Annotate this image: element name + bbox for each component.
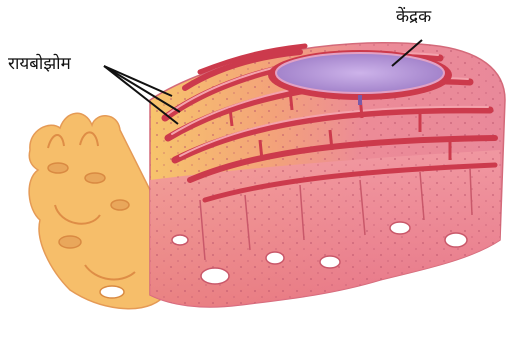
smooth-er-tubules [29,113,160,308]
nucleus-label: केंद्रक [396,9,431,26]
ribosome-label: रायबोझोम [8,56,71,73]
